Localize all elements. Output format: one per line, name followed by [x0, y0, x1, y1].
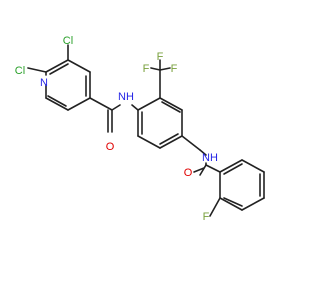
chlorine-left-label: Cl: [15, 65, 25, 77]
atom-labels: Cl Cl N N H O F F F N H O F: [15, 35, 218, 223]
amide2-hydrogen-label: H: [210, 152, 218, 164]
aryl-fluorine-label: F: [203, 211, 210, 223]
pyridine-nitrogen-label: N: [40, 77, 48, 89]
cf3-fluorine-right-label: F: [171, 63, 178, 75]
molecule-structure: Cl Cl N N H O F F F N H O F: [15, 35, 265, 223]
cf3-fluorine-left-label: F: [143, 63, 150, 75]
amide1-hydrogen-label: H: [126, 91, 134, 103]
chlorine-top-label: Cl: [63, 35, 73, 47]
amide2-nitrogen-label: N: [202, 152, 210, 164]
bonds: [27, 44, 265, 217]
amide1-oxygen-label: O: [106, 141, 115, 153]
amide2-oxygen-label: O: [184, 167, 193, 179]
amide1-nitrogen-label: N: [118, 91, 126, 103]
cf3-fluorine-top-label: F: [157, 51, 164, 63]
molecule-svg: Cl Cl N N H O F F F N H O F: [15, 35, 265, 223]
